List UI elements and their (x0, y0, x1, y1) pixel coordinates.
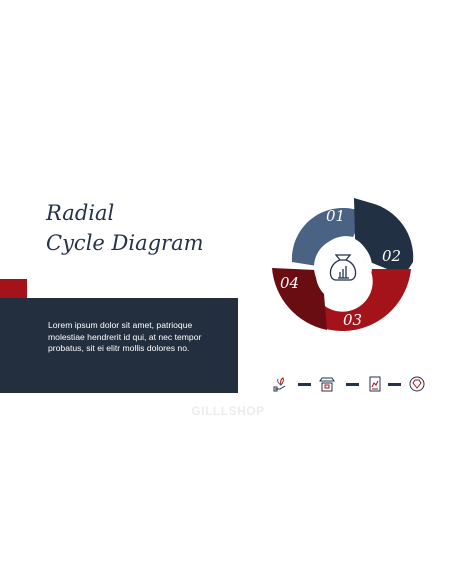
document-chart-icon (369, 376, 381, 392)
segment-04 (272, 268, 327, 330)
gem-circle-icon (409, 376, 425, 392)
segment-02 (354, 198, 414, 276)
cycle-diagram: 01 02 03 04 (272, 198, 414, 332)
money-bag-icon (329, 254, 357, 281)
slide-title: Radial Cycle Diagram (46, 198, 204, 258)
segment-01 (291, 207, 365, 266)
segment-label-01: 01 (326, 207, 345, 225)
connector-dash (388, 383, 401, 386)
segment-label-03: 03 (343, 311, 362, 329)
segment-03 (302, 269, 411, 332)
center-circle (314, 238, 372, 296)
shop-counter-icon (319, 377, 335, 392)
hand-plant-icon (273, 377, 286, 392)
body-text: Lorem ipsum dolor sit amet, patrioque mo… (48, 320, 202, 353)
segment-label-04: 04 (280, 274, 299, 292)
title-line-2: Cycle Diagram (46, 231, 204, 255)
title-line-1: Radial (46, 201, 115, 225)
connector-dash (346, 383, 359, 386)
segment-label-02: 02 (382, 247, 401, 265)
connector-dash (298, 383, 311, 386)
text-panel (0, 298, 238, 393)
watermark: GILLLSHOP (191, 404, 265, 418)
icons-row (272, 375, 426, 393)
